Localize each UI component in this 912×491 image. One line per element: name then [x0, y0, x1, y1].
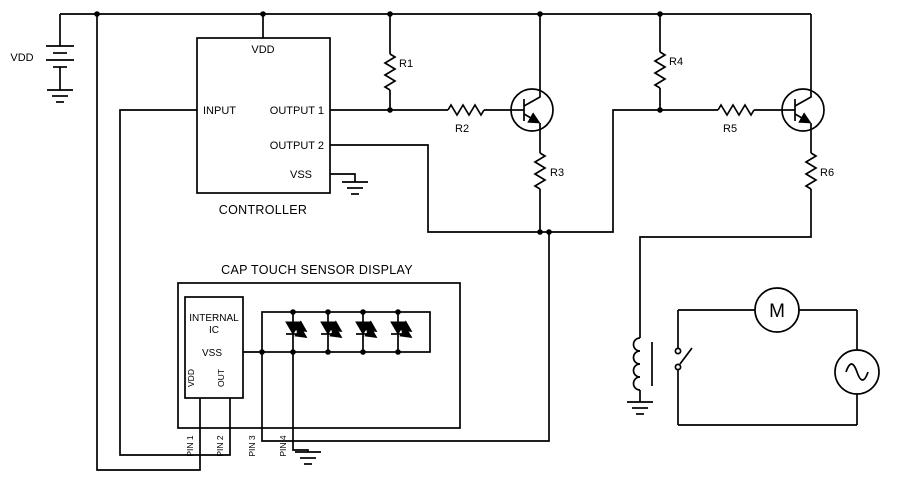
controller-box — [196, 37, 331, 194]
switch-contact — [674, 363, 682, 371]
wire-output2 — [330, 109, 718, 233]
led-3-icon — [356, 312, 376, 352]
relay-coil-icon — [632, 337, 641, 391]
battery-icon — [46, 14, 74, 90]
led-1-icon — [286, 312, 306, 352]
junction-dots — [94, 11, 663, 355]
wire-q2-leads — [639, 14, 812, 338]
resistor-r5-label: R5 — [723, 123, 737, 135]
vdd-supply-label: VDD — [10, 52, 33, 64]
resistor-r4-label: R4 — [669, 56, 683, 68]
wire-led-feed-pin3 — [261, 232, 550, 442]
internal-ic-box — [184, 296, 244, 399]
controller-pin-vdd: VDD — [251, 44, 274, 56]
controller-pin-output1: OUTPUT 1 — [270, 105, 324, 117]
controller-title: CONTROLLER — [219, 203, 307, 217]
wire-vdd-to-pin1 — [96, 14, 201, 471]
controller-pin-output2: OUTPUT 2 — [270, 140, 324, 152]
switch-blade — [679, 347, 693, 365]
cap-touch-title: CAP TOUCH SENSOR DISPLAY — [221, 263, 413, 277]
pin4-label: PIN 4 — [278, 435, 288, 457]
wire-motor-loop — [678, 309, 858, 426]
resistor-r6-icon — [805, 152, 817, 190]
resistor-r3-icon — [534, 152, 546, 190]
relay-switch-icon — [674, 347, 693, 371]
resistor-r1-label: R1 — [399, 58, 413, 70]
ic-pin-vss-label: VSS — [202, 348, 222, 359]
transistor-q1-icon — [511, 89, 553, 131]
internal-ic-label-line2: IC — [209, 325, 219, 336]
ic-pin-out-label: OUT — [216, 369, 226, 387]
ground-icon-pin4 — [294, 451, 322, 465]
led-array-box — [261, 311, 431, 353]
pin1-label: PIN 1 — [185, 435, 195, 457]
switch-contact — [674, 347, 682, 355]
ground-icon-battery — [46, 89, 74, 103]
wire-input-to-pin2 — [119, 109, 231, 456]
cap-touch-box — [177, 282, 461, 429]
resistor-r4-icon — [654, 51, 666, 89]
resistor-r1-icon — [384, 53, 396, 91]
ground-icon-vss — [341, 181, 369, 195]
led-2-icon — [321, 312, 341, 352]
internal-ic-label-line1: INTERNAL — [189, 313, 239, 324]
pin3-label: PIN 3 — [247, 435, 257, 457]
pin2-label: PIN 2 — [215, 435, 225, 457]
resistor-r2-icon — [447, 104, 485, 116]
controller-pin-input: INPUT — [203, 105, 236, 117]
resistor-r2-label: R2 — [455, 123, 469, 135]
resistor-r5-icon — [717, 104, 755, 116]
transistor-q2-icon — [782, 89, 824, 131]
controller-pin-vss: VSS — [290, 169, 312, 181]
ac-source-icon — [834, 349, 880, 395]
motor-label: M — [769, 301, 785, 322]
led-4-icon — [391, 312, 411, 352]
motor-icon: M — [754, 287, 800, 333]
ground-icon-relay — [626, 401, 654, 415]
wire-pin4-to-ground — [292, 352, 309, 452]
ic-pin-vdd-label: VDD — [186, 369, 196, 387]
sine-wave — [845, 363, 869, 381]
wire-controller-vss — [330, 173, 356, 182]
resistor-r3-label: R3 — [550, 167, 564, 179]
resistor-r6-label: R6 — [820, 167, 834, 179]
